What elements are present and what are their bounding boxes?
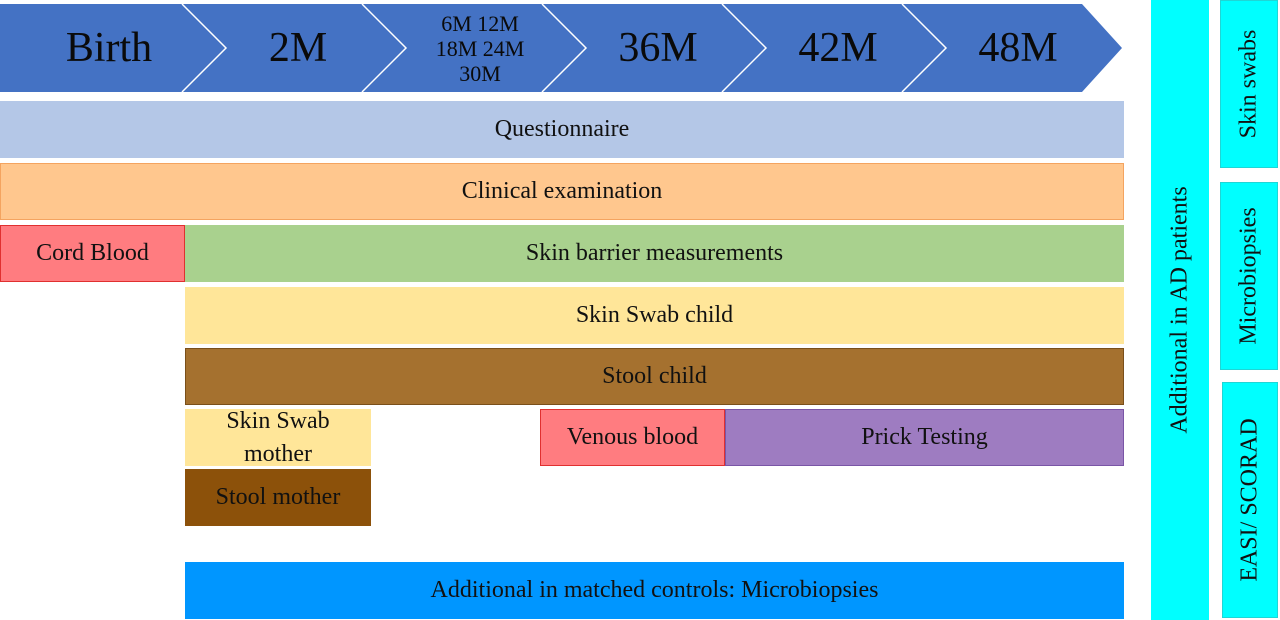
timeline-label-36m: 36M (618, 25, 698, 71)
skin-swab-child-bar: Skin Swab child (185, 287, 1124, 344)
easi-scorad-box: EASI/ SCORAD (1222, 382, 1278, 618)
timeline-label-30m: 30M (459, 60, 501, 86)
timeline-label-48m: 48M (978, 25, 1058, 71)
timeline-label-birth: Birth (65, 25, 153, 71)
chevron-42m (722, 4, 946, 92)
stool-mother-bar: Stool mother (185, 469, 371, 526)
timeline: Birth 2M 6M 12M 18M 24M 30M 36M 42M 48M (0, 0, 1124, 96)
timeline-label-42m: 42M (798, 25, 878, 71)
chevron-6m-30m (362, 4, 586, 92)
easi-scorad-label: EASI/ SCORAD (1236, 418, 1263, 582)
matched-controls-bar: Additional in matched controls: Microbio… (185, 562, 1124, 619)
timeline-label-2m: 2M (268, 25, 328, 71)
chevron-2m (182, 4, 406, 92)
skin-swab-mother-line1: Skin Swab (226, 407, 330, 434)
timeline-arrows (0, 3, 1122, 93)
timeline-label-6m-12m: 6M 12M (441, 10, 519, 36)
venous-blood-bar: Venous blood (540, 409, 725, 466)
chevron-48m (902, 4, 1122, 92)
microbiopsies-label: Microbiopsies (1235, 207, 1262, 345)
chevron-birth (0, 4, 226, 92)
chevron-separators (181, 3, 948, 93)
stool-child-bar: Stool child (185, 348, 1124, 405)
ad-patients-label: Additional in AD patients (1166, 186, 1193, 434)
chevron-36m (542, 4, 766, 92)
skin-swab-mother-line2: mother (244, 440, 312, 467)
timeline-label-6m-30m: 6M 12M 18M 24M 30M (392, 0, 568, 96)
clinical-examination-bar: Clinical examination (0, 163, 1124, 220)
microbiopsies-box: Microbiopsies (1220, 182, 1278, 370)
cord-blood-bar: Cord Blood (0, 225, 185, 282)
skin-barrier-bar: Skin barrier measurements (185, 225, 1124, 282)
prick-testing-bar: Prick Testing (725, 409, 1124, 466)
timeline-label-18m-24m: 18M 24M (435, 35, 525, 61)
skin-swabs-label: Skin swabs (1235, 29, 1262, 139)
skin-swabs-box: Skin swabs (1220, 0, 1278, 168)
questionnaire-bar: Questionnaire (0, 101, 1124, 158)
skin-swab-mother-bar: Skin Swab mother (185, 408, 371, 467)
ad-patients-panel: Additional in AD patients (1151, 0, 1209, 620)
